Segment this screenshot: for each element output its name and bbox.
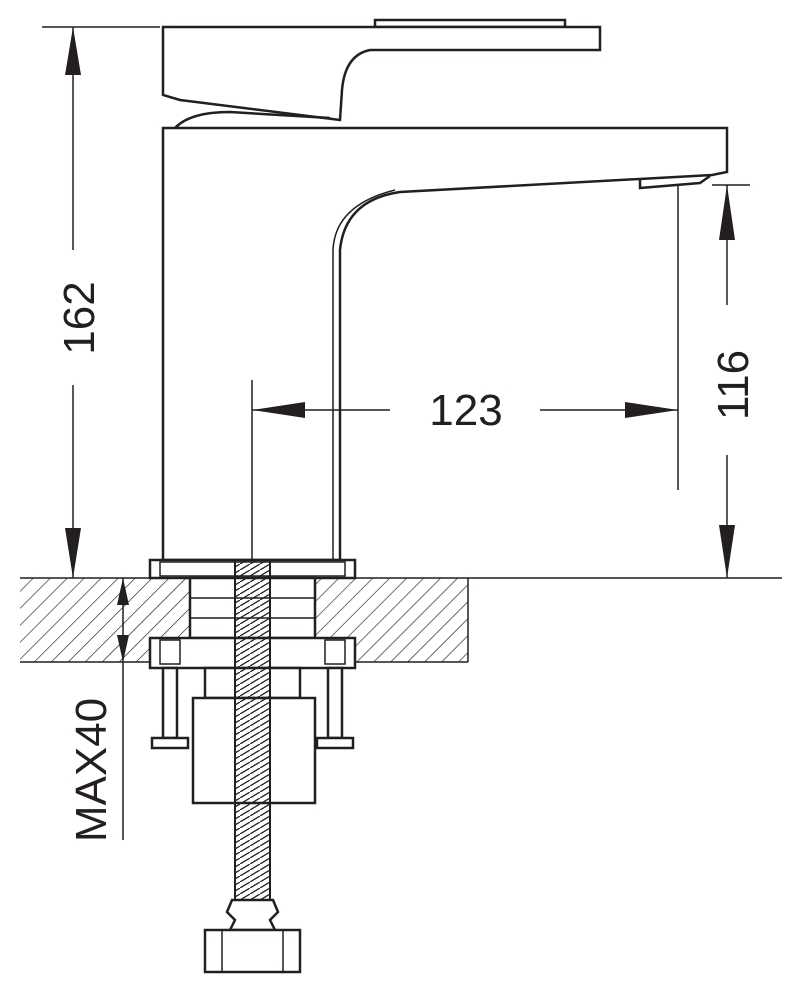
faucet-body — [148, 18, 729, 580]
dimension-label-116: 116 — [709, 350, 758, 420]
mounting-hardware — [148, 559, 357, 974]
dimension-spout-height: 116 — [709, 184, 758, 578]
dimension-label-123: 123 — [429, 386, 502, 435]
countertop — [20, 577, 782, 663]
dimension-label-162: 162 — [55, 281, 104, 354]
dimension-label-max40: MAX40 — [67, 698, 116, 842]
dimension-spout-reach: 123 — [251, 185, 679, 560]
dimension-max-thickness: MAX40 — [67, 578, 129, 842]
dimension-total-height: 162 — [42, 26, 160, 578]
